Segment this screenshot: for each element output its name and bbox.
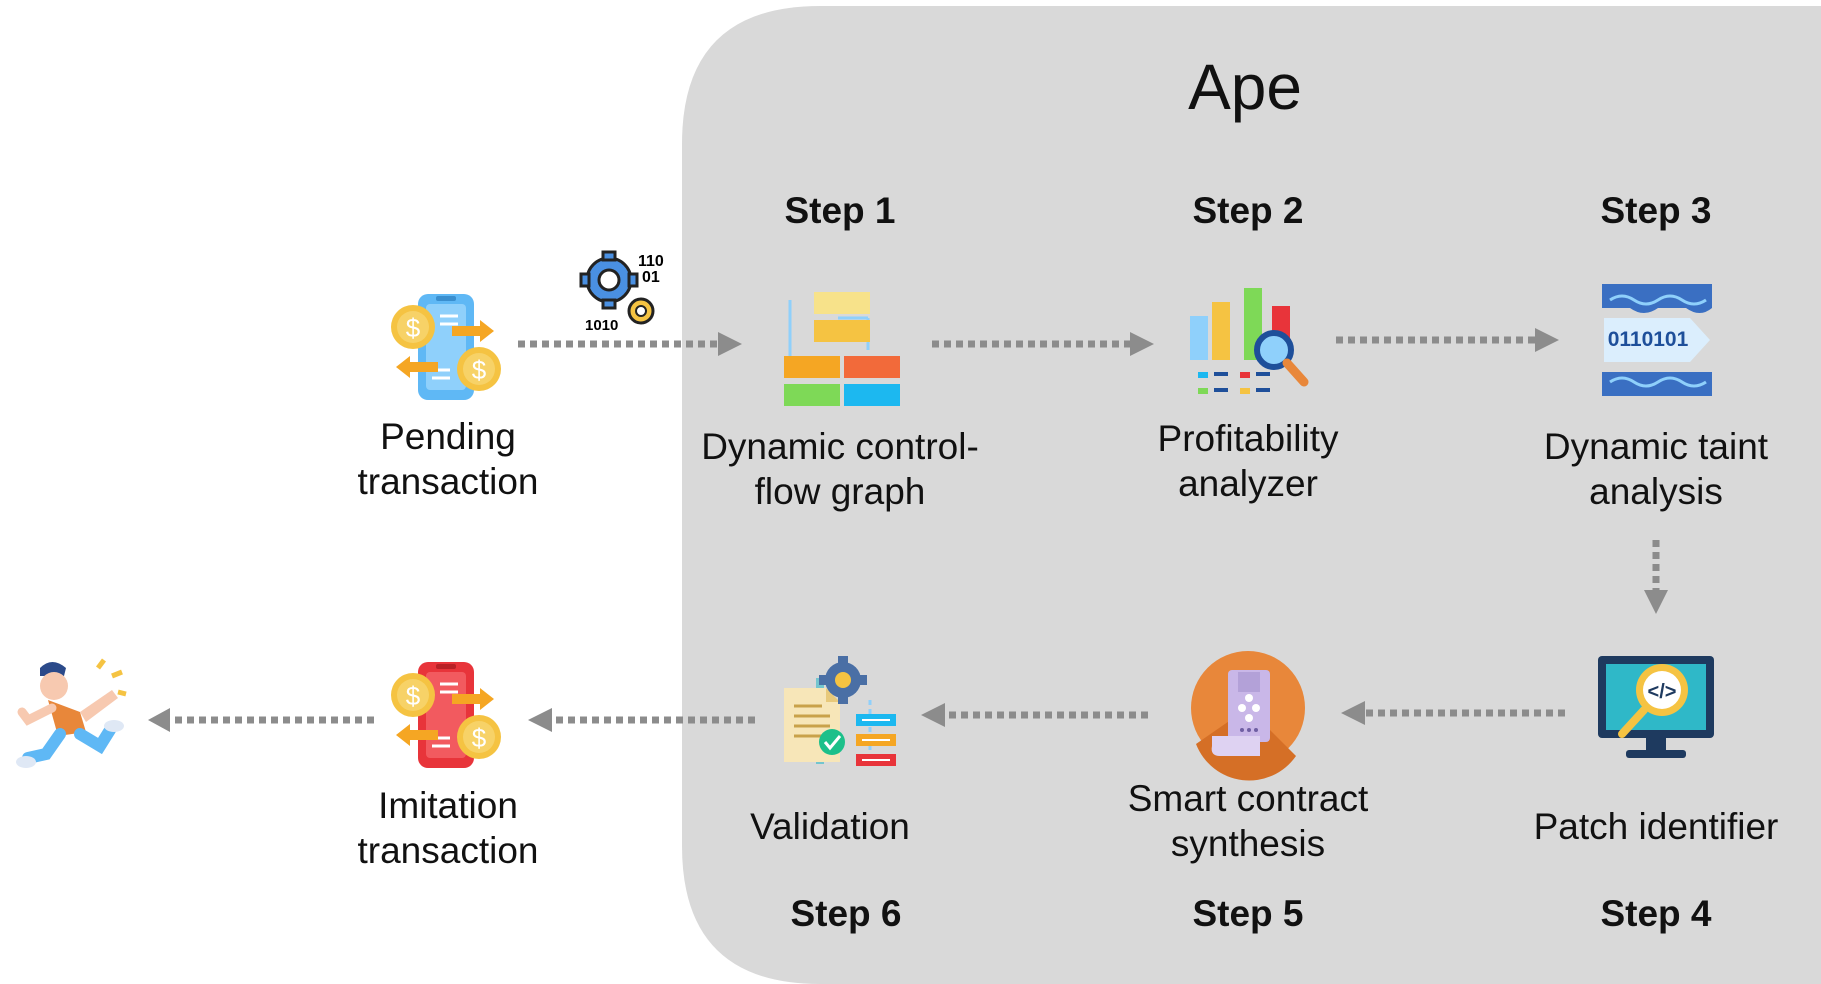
patch-label: Patch identifier xyxy=(1506,804,1806,849)
patch-line1: Patch identifier xyxy=(1533,806,1779,847)
gear-binary-icon: 110 01 1010 xyxy=(579,250,664,334)
monitor-code-search-icon: </> xyxy=(1598,656,1714,758)
bar-chart-magnifier-icon xyxy=(1190,288,1309,394)
binary-110: 110 xyxy=(638,253,664,270)
synth-line1: Smart contract xyxy=(1127,778,1369,819)
synthesis-label: Smart contract synthesis xyxy=(1098,776,1398,866)
pending-line1: Pending xyxy=(380,416,516,457)
step-6-label: Step 6 xyxy=(790,893,902,934)
taint-label: Dynamic taint analysis xyxy=(1506,424,1806,514)
step-5-label: Step 5 xyxy=(1192,893,1304,934)
cfg-line2: flow graph xyxy=(754,471,926,512)
arrowhead xyxy=(528,708,552,732)
profit-line2: analyzer xyxy=(1178,463,1318,504)
taint-line1: Dynamic taint xyxy=(1543,426,1769,467)
arrowhead xyxy=(1644,590,1668,614)
svg-text:$: $ xyxy=(472,723,487,753)
cfg-label: Dynamic control- flow graph xyxy=(680,424,1000,514)
imitation-line1: Imitation xyxy=(378,785,518,826)
step-1-label: Step 1 xyxy=(784,190,896,231)
binary-text: 0110101 xyxy=(1608,328,1689,351)
svg-text:$: $ xyxy=(406,313,421,343)
imitation-transaction-label: Imitation transaction xyxy=(300,783,596,873)
taint-line2: analysis xyxy=(1589,471,1723,512)
flow-chart-icon xyxy=(784,292,900,406)
arrowhead xyxy=(1535,328,1559,352)
step-2-label: Step 2 xyxy=(1192,190,1304,231)
contract-scroll-icon xyxy=(1191,651,1305,781)
mobile-payment-red-icon: $ $ xyxy=(391,662,501,768)
svg-text:$: $ xyxy=(472,355,487,385)
profit-line1: Profitability xyxy=(1157,418,1339,459)
binary-stream-icon: 0110101 xyxy=(1602,284,1712,396)
pending-transaction-label: Pending transaction xyxy=(300,414,596,504)
step-4-label: Step 4 xyxy=(1600,893,1712,934)
validation-label: Validation xyxy=(680,804,980,849)
pending-line2: transaction xyxy=(357,461,539,502)
cfg-line1: Dynamic control- xyxy=(701,426,979,467)
document-check-icon xyxy=(784,656,896,766)
binary-1010: 1010 xyxy=(585,317,618,334)
svg-text:</>: </> xyxy=(1648,681,1677,703)
runner-icon xyxy=(16,658,127,768)
panel-title: Ape xyxy=(1188,51,1302,123)
arrowhead xyxy=(921,703,945,727)
arrowhead xyxy=(1341,701,1365,725)
ape-panel xyxy=(682,6,1821,984)
svg-text:$: $ xyxy=(406,681,421,711)
synth-line2: synthesis xyxy=(1170,823,1326,864)
arrowhead xyxy=(1130,332,1154,356)
valid-line1: Validation xyxy=(750,806,910,847)
imitation-line2: transaction xyxy=(357,830,539,871)
arrowhead xyxy=(718,332,742,356)
profitability-label: Profitability analyzer xyxy=(1098,416,1398,506)
binary-01: 01 xyxy=(642,269,660,286)
mobile-payment-icon: $ $ xyxy=(391,294,501,400)
arrowhead xyxy=(148,708,170,732)
step-3-label: Step 3 xyxy=(1600,190,1712,231)
